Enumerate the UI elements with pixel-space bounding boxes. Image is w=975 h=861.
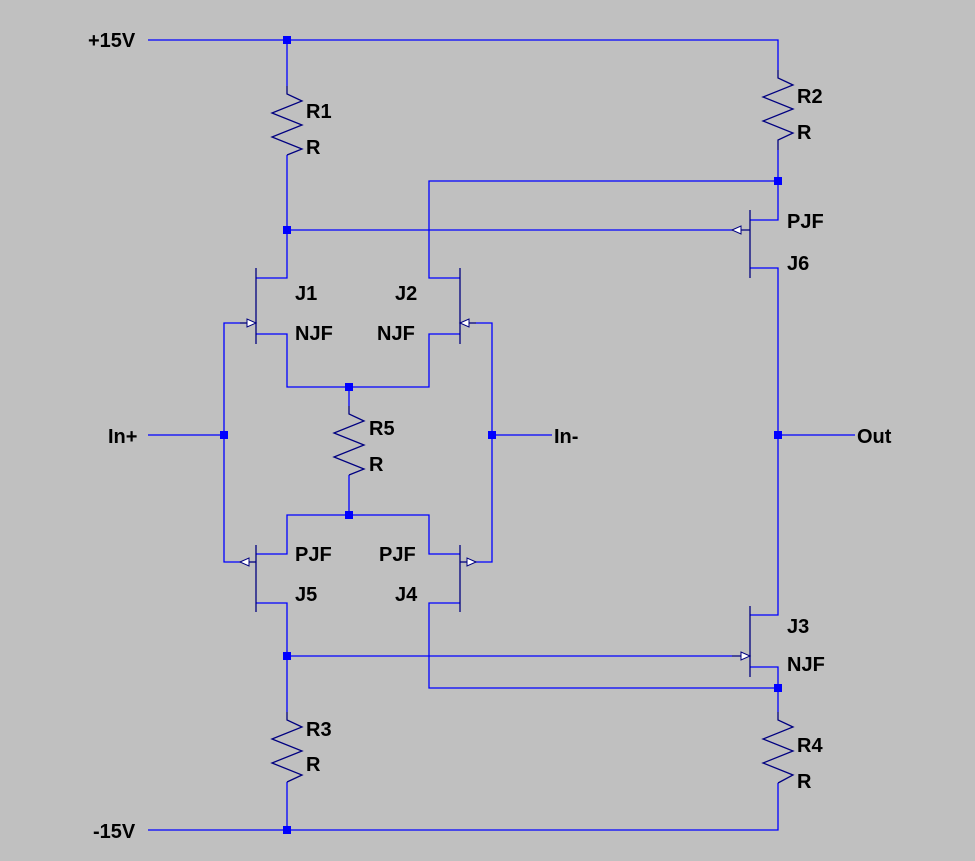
in-plus-gate-wire xyxy=(223,322,240,563)
jfet-j1: J1 NJF xyxy=(240,268,333,345)
resistor-r2-ref: R2 xyxy=(797,86,823,108)
vpos-rail-wire xyxy=(148,39,779,70)
resistor-r1-value: R xyxy=(306,137,321,159)
jfet-j2-gate-arrow xyxy=(458,318,470,328)
net-label-in-plus: In+ xyxy=(108,426,137,448)
junction-dot xyxy=(345,383,353,391)
junction-dot xyxy=(220,431,228,439)
jfet-j4-model: PJF xyxy=(379,544,416,566)
junction-dot xyxy=(774,684,782,692)
junction-dot xyxy=(283,36,291,44)
net-label-in-minus: In- xyxy=(554,426,578,448)
output-column-wire xyxy=(750,267,779,616)
resistor-r5-symbol xyxy=(332,406,366,476)
junction-dot xyxy=(774,431,782,439)
j2-drain-wire xyxy=(428,180,778,279)
net-label-out: Out xyxy=(857,426,892,448)
r1-bottom-wire xyxy=(256,155,288,279)
j5-drain-wire xyxy=(256,602,288,712)
jfet-j6-gate-arrow xyxy=(730,225,742,235)
junction-dot xyxy=(283,826,291,834)
net-label-vneg: -15V xyxy=(93,821,136,843)
jfet-j4-ref: J4 xyxy=(395,584,418,606)
junction-dots xyxy=(220,36,782,834)
resistor-r5-value: R xyxy=(369,454,384,476)
jfet-j2-ref: J2 xyxy=(395,283,417,305)
jfet-j1-model: NJF xyxy=(295,323,333,345)
resistor-r1-ref: R1 xyxy=(306,101,332,123)
resistor-r4-ref: R4 xyxy=(797,735,823,757)
jfet-j2-model: NJF xyxy=(377,323,415,345)
jfet-j6-ref: J6 xyxy=(787,253,809,275)
resistor-r2-value: R xyxy=(797,122,812,144)
junction-dot xyxy=(283,652,291,660)
net-label-vpos: +15V xyxy=(88,30,136,52)
resistor-r4-value: R xyxy=(797,771,812,793)
r2-bottom-wire xyxy=(750,150,779,221)
resistor-r2: R2 R xyxy=(761,70,823,150)
jfet-j6: PJF J6 xyxy=(730,210,824,278)
resistor-r3-symbol xyxy=(270,712,304,783)
resistor-r3-ref: R3 xyxy=(306,719,332,741)
in-minus-gate-wire xyxy=(476,322,493,563)
resistor-r1: R1 R xyxy=(270,86,332,159)
n-source-tie-wire xyxy=(256,333,460,388)
resistor-r4: R4 R xyxy=(761,712,823,793)
resistor-r3: R3 R xyxy=(270,712,332,783)
jfet-j5-model: PJF xyxy=(295,544,332,566)
jfet-j5-ref: J5 xyxy=(295,584,317,606)
j4-drain-wire xyxy=(428,602,778,689)
junction-dot xyxy=(774,177,782,185)
j3-source-wire xyxy=(750,666,779,712)
jfet-j6-model: PJF xyxy=(787,211,824,233)
jfet-j3-ref: J3 xyxy=(787,616,809,638)
resistor-r4-symbol xyxy=(761,712,795,784)
resistor-r3-value: R xyxy=(306,754,321,776)
jfet-j4: PJF J4 xyxy=(379,544,478,612)
resistor-r5-ref: R5 xyxy=(369,418,395,440)
jfet-j4-gate-arrow xyxy=(466,557,478,567)
jfet-j2: J2 NJF xyxy=(377,268,476,345)
resistor-r5: R5 R xyxy=(332,406,395,476)
junction-dot xyxy=(345,511,353,519)
resistor-r1-symbol xyxy=(270,86,304,156)
jfet-j3-gate-arrow xyxy=(740,651,752,661)
wires xyxy=(148,39,855,831)
junction-dot xyxy=(488,431,496,439)
jfet-j1-gate-arrow xyxy=(246,318,258,328)
jfet-j3-model: NJF xyxy=(787,654,825,676)
jfet-j3: J3 NJF xyxy=(732,606,825,677)
jfet-j1-ref: J1 xyxy=(295,283,317,305)
junction-dot xyxy=(283,226,291,234)
net-labels: +15V -15V In+ In- Out xyxy=(88,30,892,843)
resistor-r2-symbol xyxy=(761,70,795,150)
vneg-rail-wire xyxy=(148,783,779,831)
jfet-j5: PJF J5 xyxy=(238,544,332,612)
p-source-tie-wire xyxy=(256,514,460,555)
jfet-j5-gate-arrow xyxy=(238,557,250,567)
